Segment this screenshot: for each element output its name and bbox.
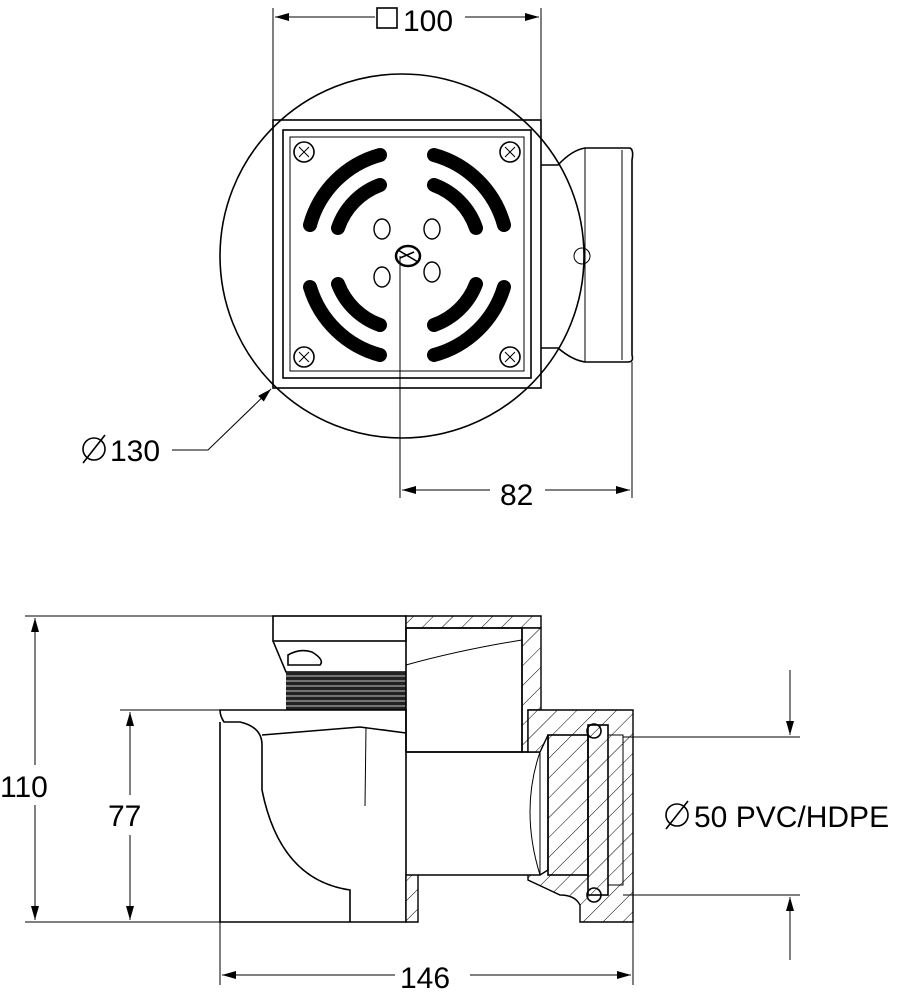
dimension-110: 110 (0, 615, 273, 923)
outlet-socket (405, 709, 634, 923)
dimension-130: 130 (82, 388, 272, 468)
grate-frame-side (272, 615, 407, 673)
dim-label-77: 77 (108, 800, 141, 833)
dim-label-82: 82 (500, 479, 533, 512)
drain-body-circle (219, 73, 585, 439)
dimension-77: 77 (108, 709, 220, 920)
top-view: 100 82 130 (82, 5, 634, 512)
dimension-82: 82 (399, 256, 633, 512)
drain-body-side (219, 709, 407, 923)
dim-label-110: 110 (0, 771, 48, 804)
o-ring-icon (586, 887, 602, 903)
thread (286, 672, 406, 710)
dim-label-100: 100 (403, 5, 453, 38)
side-outlet (541, 147, 634, 363)
square-symbol-icon (376, 7, 398, 29)
dimension-100: 100 (272, 5, 542, 120)
side-view: 110 77 146 50 PVC/HDPE (0, 615, 889, 995)
section-cut (405, 615, 542, 753)
outlet-label: 50 PVC/HDPE (694, 801, 889, 834)
grate-inner-border (289, 136, 525, 372)
grate-frame (272, 119, 542, 389)
grate-holes (373, 218, 441, 288)
center-screw-icon (394, 244, 422, 268)
dim-label-130: 130 (110, 435, 160, 468)
dimension-outlet-diameter: 50 PVC/HDPE (623, 670, 889, 960)
dimension-146: 146 (219, 922, 634, 995)
screw-icon (293, 141, 521, 368)
grate-slots (303, 148, 511, 362)
diameter-symbol-icon (665, 800, 689, 830)
dim-label-146: 146 (400, 962, 450, 995)
o-ring-icon (586, 723, 602, 739)
diameter-symbol-icon (82, 434, 106, 464)
grate-inner (282, 129, 532, 379)
